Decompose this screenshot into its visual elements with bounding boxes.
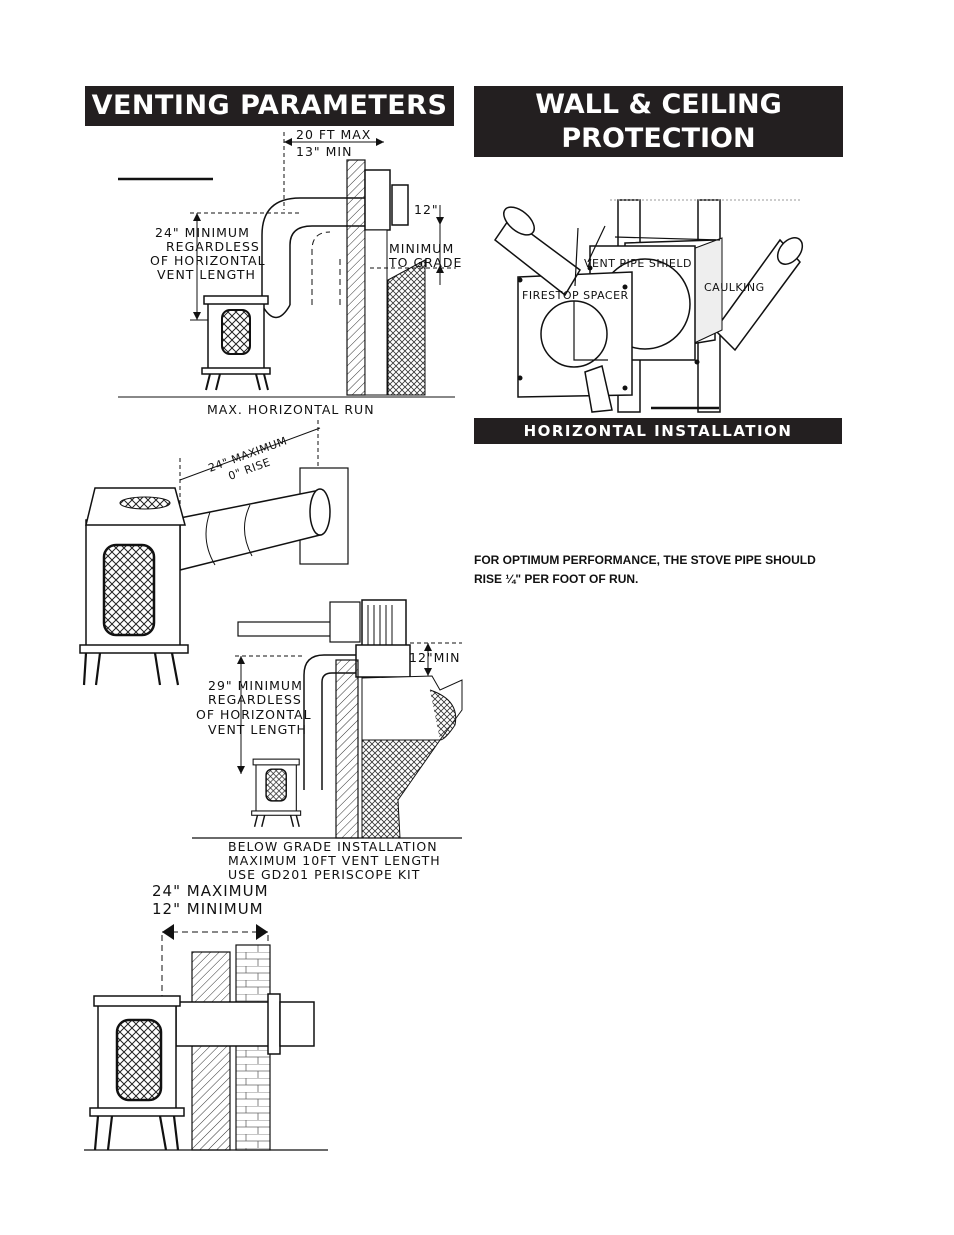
stove-pipe-rise-note: FOR OPTIMUM PERFORMANCE, THE STOVE PIPE … (474, 553, 816, 586)
label-max-horizontal-run: MAX. HORIZONTAL RUN (207, 402, 375, 417)
diagram-vent-pipe-shield: VENT PIPE SHIELD FIRESTOP SPACER CAULKIN… (493, 199, 804, 413)
diagram-through-wall: 24" MAXIMUM 12" MINIMUM (84, 882, 328, 1151)
stove-icon (201, 295, 271, 391)
label-caulking: CAULKING (704, 281, 765, 294)
label-29-minimum: 29" MINIMUM (208, 678, 303, 693)
label-12-minimum: 12" MINIMUM (152, 900, 264, 918)
label-vent-length: VENT LENGTH (157, 267, 256, 282)
label-periscope-kit: USE GD201 PERISCOPE KIT (228, 867, 420, 882)
label-vent-length-2: VENT LENGTH (208, 722, 307, 737)
label-to-grade: TO GRADE (388, 255, 462, 270)
label-below-grade: BELOW GRADE INSTALLATION (228, 839, 438, 854)
wall-heading-line1: WALL & CEILING (535, 89, 782, 120)
label-firestop-spacer: FIRESTOP SPACER (522, 289, 629, 302)
label-regardless-2: REGARDLESS (208, 692, 302, 707)
horizontal-installation-caption: HORIZONTAL INSTALLATION (474, 418, 842, 444)
label-12in: 12" (414, 202, 439, 217)
diagram-vertical-vent: 20 FT MAX 13" MIN 24" MINIMUM REGARDLESS… (118, 127, 462, 417)
wall-heading-line2: PROTECTION (561, 123, 756, 154)
wall-ceiling-protection-heading: WALL & CEILING PROTECTION (474, 86, 843, 157)
label-regardless: REGARDLESS (166, 239, 260, 254)
venting-parameters-heading: VENTING PARAMETERS (85, 86, 454, 126)
label-20ft-max: 20 FT MAX (296, 127, 371, 142)
label-13-min: 13" MIN (296, 144, 352, 159)
diagram-below-grade: 12"MIN 29" MINIMUM REGARDLESS OF HORIZON… (192, 599, 463, 882)
label-vent-pipe-shield: VENT PIPE SHIELD (584, 257, 692, 270)
label-of-horizontal-2: OF HORIZONTAL (196, 707, 312, 722)
label-24-maximum-2: 24" MAXIMUM (152, 882, 269, 900)
label-maximum-10ft: MAXIMUM 10FT VENT LENGTH (228, 853, 441, 868)
stove-icon-2 (250, 758, 302, 828)
label-24-minimum: 24" MINIMUM (155, 225, 250, 240)
diagram-horizontal-rise: 24" MAXIMUM 0" RISE (79, 420, 349, 686)
label-of-horizontal: OF HORIZONTAL (150, 253, 266, 268)
label-12-min: 12"MIN (409, 650, 460, 665)
label-minimum: MINIMUM (389, 241, 454, 256)
